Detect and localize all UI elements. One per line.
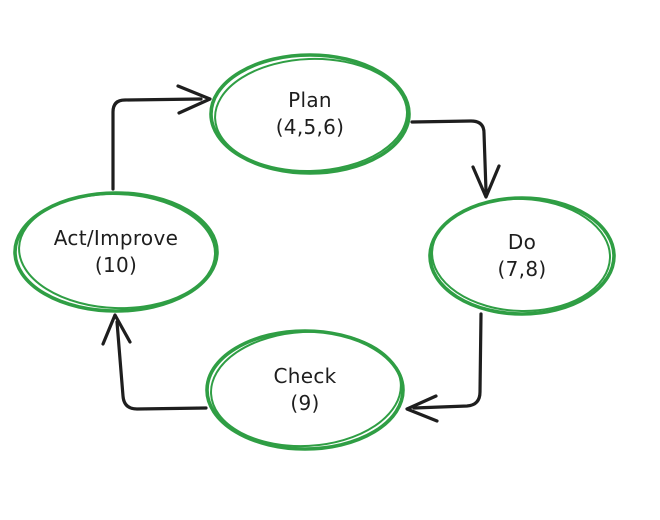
arrowhead-left-icon xyxy=(405,394,439,423)
node-ellipse-plan xyxy=(209,53,411,175)
arrow-act-improve-to-plan xyxy=(111,84,212,191)
arrowhead-right-icon xyxy=(176,84,212,115)
node-ellipse-act-improve xyxy=(13,191,219,313)
arrow-do-to-check xyxy=(405,312,483,423)
arrowhead-down-icon xyxy=(471,164,501,199)
node-ellipse-do xyxy=(428,196,616,316)
arrow-plan-to-do xyxy=(410,119,501,199)
arrowhead-up-icon xyxy=(101,313,132,346)
arrow-check-to-act-improve xyxy=(101,313,208,411)
node-ellipse-check xyxy=(205,329,405,451)
